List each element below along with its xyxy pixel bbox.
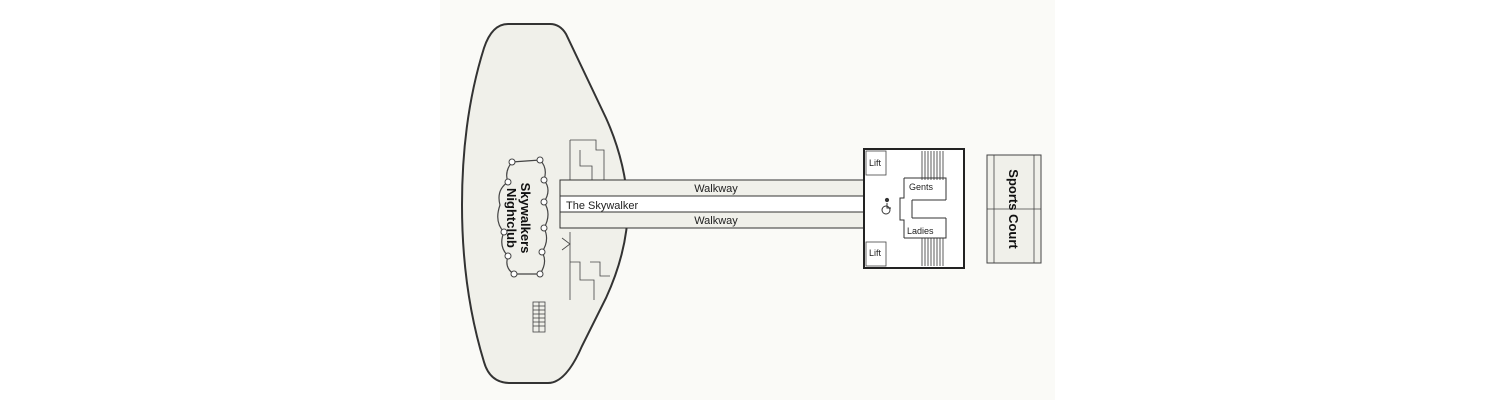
walkway-bottom-label: Walkway [694, 215, 738, 227]
sports-court-lines [987, 155, 1041, 263]
ladies-label: Ladies [907, 226, 934, 236]
nightclub-label-line1: Skywalkers [518, 183, 533, 254]
lift-bottom [865, 241, 887, 267]
nightclub-label-line2: Nightclub [504, 188, 519, 248]
gents-label: Gents [909, 182, 934, 192]
stairs-top [921, 151, 944, 180]
skywalker-corridor-label: The Skywalker [566, 200, 638, 212]
sports-court-label: Sports Court [1006, 169, 1021, 249]
service-rooms [561, 139, 610, 300]
lift-bottom-label: Lift [869, 248, 882, 258]
stairs-bottom [921, 238, 944, 266]
accessible-icon [881, 197, 891, 215]
restroom-walls [899, 177, 947, 239]
nightclub-pillars [500, 156, 548, 278]
walkway-top-label: Walkway [694, 183, 738, 195]
lift-top [865, 150, 887, 176]
lift-top-label: Lift [869, 158, 882, 168]
restroom-block [863, 148, 965, 269]
stairs-icon [532, 301, 546, 333]
